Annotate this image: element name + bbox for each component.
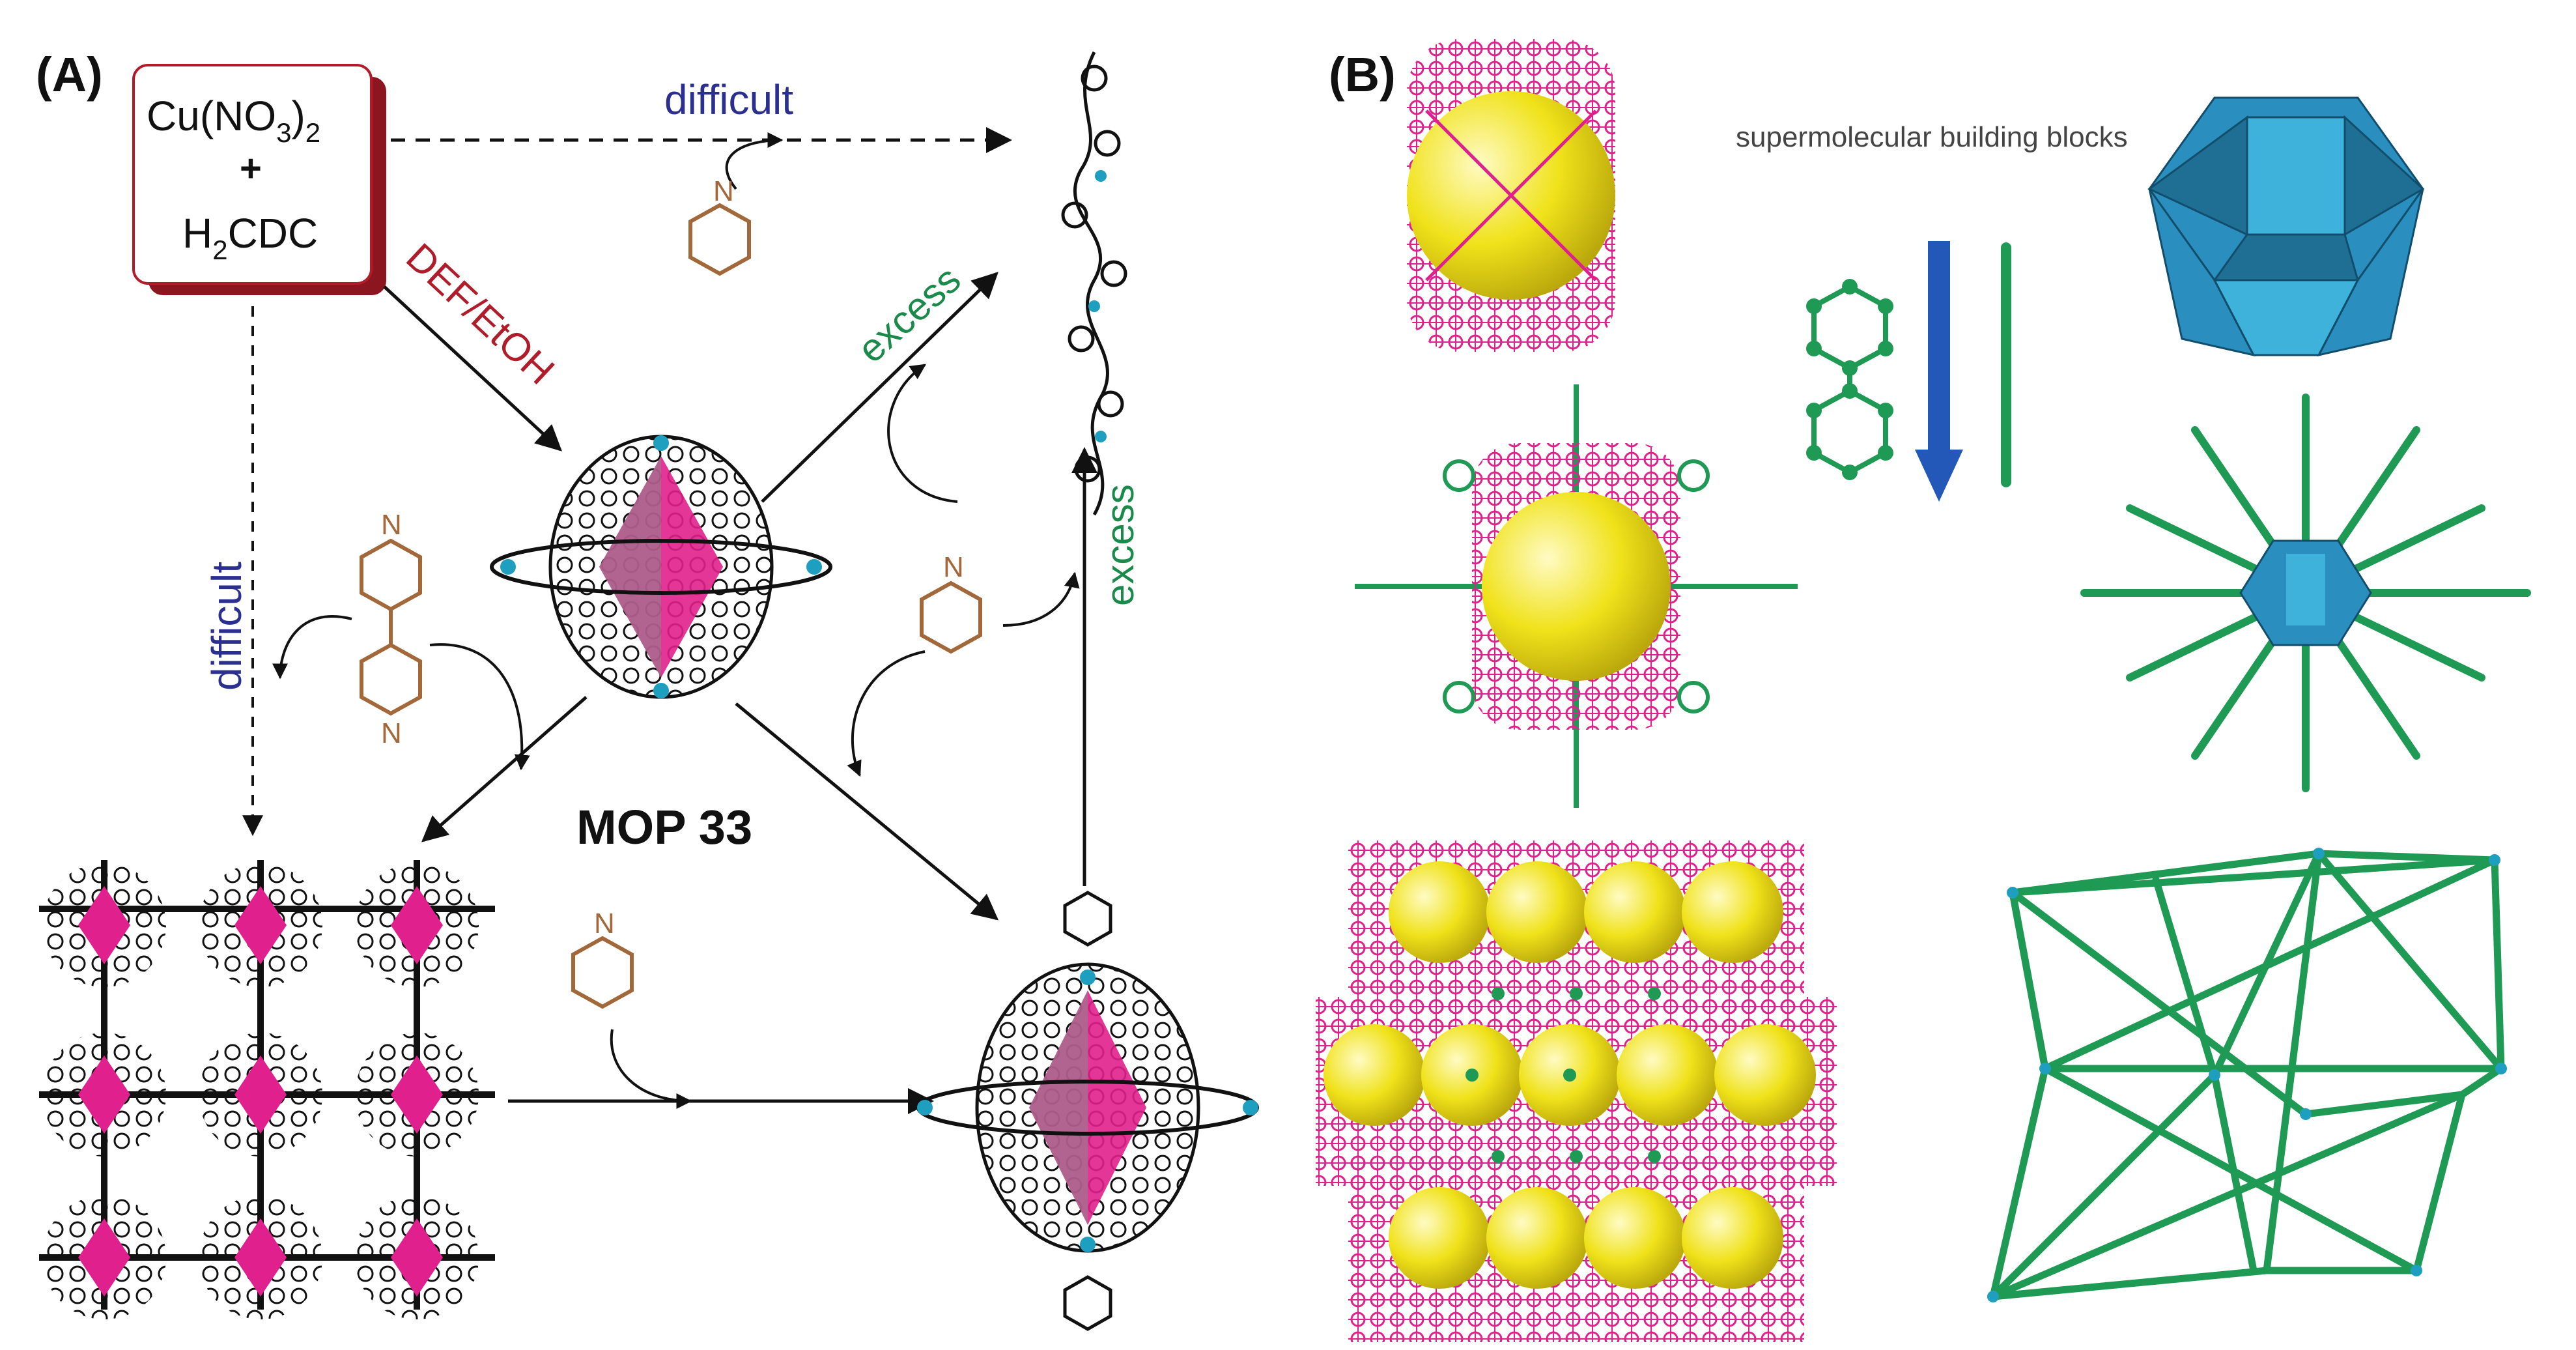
chain-polymer — [1061, 51, 1127, 516]
svg-text:N: N — [594, 908, 615, 940]
mop-to-framework-arrow — [421, 696, 587, 842]
def-etoh-label: DEF/EtOH — [398, 235, 563, 393]
reagent-plus: + — [240, 147, 262, 190]
svg-text:N: N — [381, 717, 402, 749]
reagent-box: Cu(NO3)2 + H2CDC — [132, 64, 386, 295]
pyridine-curve-top — [725, 132, 784, 190]
excess-diag-arrow — [761, 272, 998, 503]
pyridine-mid-curve — [847, 650, 926, 777]
svg-text:N: N — [943, 551, 964, 583]
pyridine-curve-mid — [887, 364, 958, 503]
framework-grid — [39, 860, 495, 1319]
bipyridine-icon: N N — [360, 509, 422, 749]
building-blocks-caption: supermolecular building blocks — [1736, 121, 2128, 153]
excess-vert-label: excess — [1098, 484, 1142, 606]
bipyridine-linker-icon — [1806, 279, 1893, 480]
difficult-left-label: difficult — [203, 562, 250, 691]
excess-diag-label: excess — [849, 257, 969, 371]
reagent-h2cdc: H2CDC — [182, 210, 318, 265]
network-topology — [1987, 848, 2507, 1302]
capped-mop — [916, 891, 1259, 1331]
sphere-packing — [1316, 840, 1837, 1342]
mop33-label: MOP 33 — [576, 800, 752, 854]
simplification-arrow-icon — [1915, 241, 1963, 502]
pyridine-top-icon: N — [688, 175, 751, 276]
def-etoh-arrow — [383, 285, 562, 452]
mop-sphere-top — [1407, 39, 1615, 352]
mop-sphere-linked — [1355, 384, 1798, 808]
svg-text:N: N — [381, 509, 402, 541]
mop-to-capped-arrow — [735, 702, 999, 921]
reagent-cu: Cu(NO3)2 — [147, 93, 320, 148]
pyridine-mid-curve-up — [1002, 571, 1080, 627]
pyridine-mid-icon: N — [920, 551, 982, 654]
cuboctahedron — [2147, 96, 2425, 357]
panel-b: (B) supermolecular building blocks — [1316, 39, 2531, 1342]
panel-b-label: (B) — [1329, 48, 1396, 102]
panel-a-label: (A) — [36, 48, 103, 102]
pyridine-bottom-icon: N — [571, 908, 634, 1009]
svg-text:N: N — [713, 175, 734, 207]
cuboctahedron-with-rods — [2080, 394, 2531, 792]
panel-a: (A) Cu(NO3)2 + H2CDC difficult N difficu… — [36, 48, 1259, 1331]
bipy-curve-right — [429, 643, 530, 771]
mop33-cage — [490, 435, 832, 699]
difficult-top-label: difficult — [664, 76, 793, 123]
pyridine-bottom-curve — [610, 1029, 692, 1109]
bipy-curve-left — [272, 615, 352, 680]
